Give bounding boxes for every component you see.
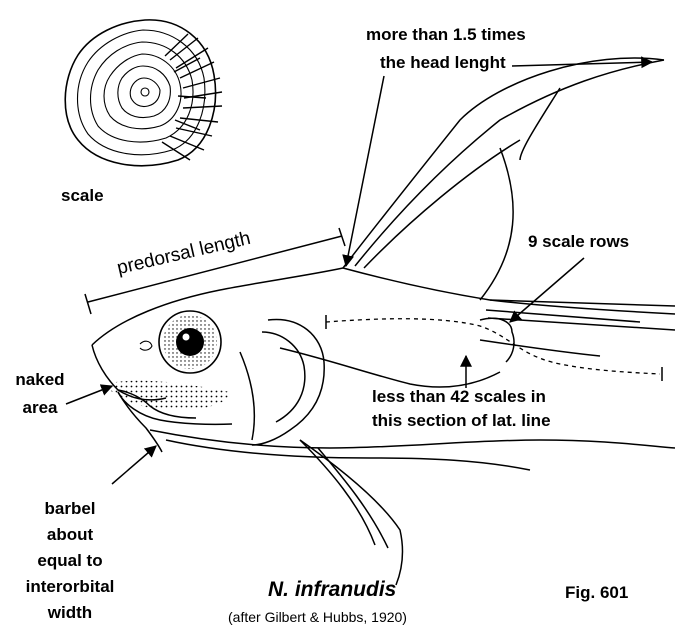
naked-area-stipple bbox=[104, 381, 230, 411]
lateral-line-section bbox=[326, 319, 660, 374]
barbel-label-line2: about bbox=[0, 524, 140, 546]
scale-rows-label: 9 scale rows bbox=[528, 231, 629, 253]
eye bbox=[140, 311, 221, 373]
head-length-label-line1: more than 1.5 times bbox=[366, 24, 526, 46]
species-title: N. infranudis bbox=[268, 578, 396, 602]
scale-label: scale bbox=[61, 185, 104, 207]
barbel-label-line5: width bbox=[0, 602, 140, 624]
lateral-line-label-line1: less than 42 scales in bbox=[372, 386, 546, 408]
naked-area-label-line1: naked bbox=[8, 369, 72, 391]
figure-number: Fig. 601 bbox=[565, 582, 628, 604]
barbel-label-line3: equal to bbox=[0, 550, 140, 572]
source-credit: (after Gilbert & Hubbs, 1920) bbox=[228, 609, 407, 625]
naked-area-label-line2: area bbox=[8, 397, 72, 419]
barbel-label-line1: barbel bbox=[0, 498, 140, 520]
head-length-label-line2: the head lenght bbox=[380, 52, 506, 74]
lateral-line-label-line2: this section of lat. line bbox=[372, 410, 551, 432]
barbel-label-line4: interorbital bbox=[0, 576, 140, 598]
